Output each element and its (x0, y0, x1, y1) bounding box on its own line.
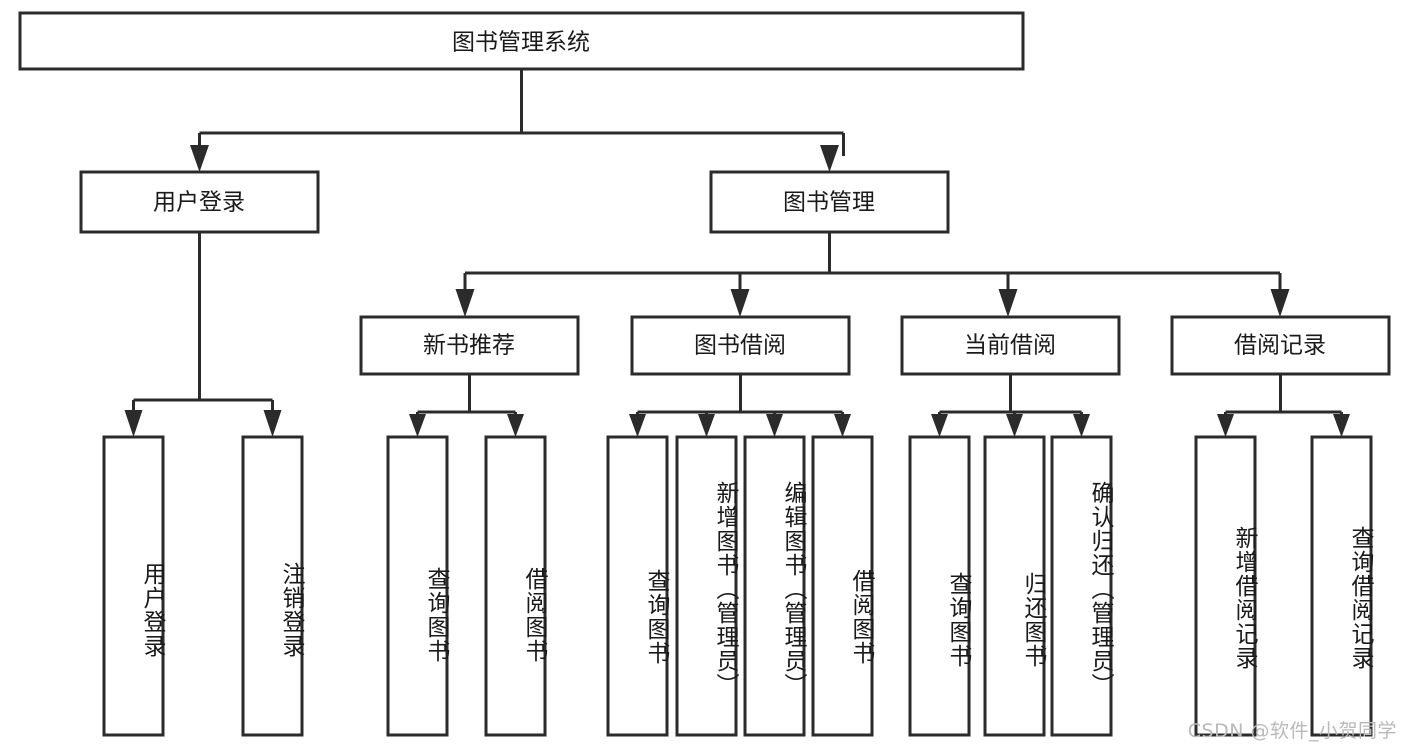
connector-layer (124, 69, 1350, 437)
node-box-leaf-logout[interactable] (241, 435, 304, 737)
label-root: 图书管理系统 (452, 30, 590, 56)
label-layer-horizontal: 图书管理系统 用户登录 图书管理 新书推荐 图书借阅 当前借阅 借阅记录 (153, 30, 1326, 359)
arrowhead-leaf-query-book-1 (409, 414, 426, 437)
node-box-book-mgmt[interactable] (709, 170, 950, 234)
label-book-mgmt: 图书管理 (783, 190, 875, 216)
arrowhead-leaf-logout (263, 410, 282, 437)
label-current-borrow: 当前借阅 (964, 333, 1056, 359)
arrowhead-leaf-query-book-3 (931, 414, 948, 437)
arrowhead-leaf-return-book (1006, 414, 1023, 437)
node-box-leaf-add-book[interactable] (675, 435, 738, 737)
label-new-book-rec: 新书推荐 (423, 333, 515, 359)
node-box-leaf-borrow-book-2[interactable] (811, 435, 874, 737)
node-box-leaf-user-login[interactable] (102, 435, 165, 737)
arrowhead-book-mgmt (820, 145, 839, 172)
node-box-leaf-borrow-book-1[interactable] (484, 435, 547, 737)
node-box-leaf-confirm-return[interactable] (1050, 435, 1113, 737)
arrowhead-leaf-borrow-book-2 (834, 414, 851, 437)
arrowhead-user-login (190, 145, 209, 172)
node-box-leaf-query-book-1[interactable] (386, 435, 449, 737)
watermark-text: CSDN @软件_小贺同学 (1187, 720, 1397, 742)
arrowhead-leaf-add-book (698, 414, 715, 437)
node-box-leaf-edit-book[interactable] (743, 435, 806, 737)
node-box-root[interactable] (18, 11, 1025, 71)
arrowhead-leaf-borrow-book-1 (507, 414, 524, 437)
label-user-login: 用户登录 (153, 190, 245, 216)
node-box-borrow-record[interactable] (1170, 315, 1391, 376)
arrowhead-current-borrow (998, 289, 1018, 317)
node-box-leaf-query-book-3[interactable] (908, 435, 971, 737)
node-box-book-borrow[interactable] (630, 315, 851, 376)
arrowhead-leaf-confirm-return (1073, 414, 1090, 437)
node-layer (18, 11, 1391, 737)
node-box-leaf-query-book-2[interactable] (606, 435, 669, 737)
node-box-leaf-return-book[interactable] (983, 435, 1046, 737)
arrowhead-leaf-add-record (1217, 414, 1234, 437)
arrowhead-leaf-user-login (124, 410, 143, 437)
arrowhead-leaf-query-book-2 (629, 414, 646, 437)
node-box-new-book-rec[interactable] (359, 315, 580, 376)
label-book-borrow: 图书借阅 (694, 333, 786, 359)
arrowhead-leaf-query-record (1333, 414, 1350, 437)
arrowhead-new-book-rec (455, 289, 475, 317)
node-box-current-borrow[interactable] (900, 315, 1121, 376)
arrowhead-borrow-record (1270, 289, 1290, 317)
node-box-user-login[interactable] (79, 170, 320, 234)
node-box-leaf-add-record[interactable] (1194, 435, 1257, 737)
arrowhead-book-borrow (730, 289, 750, 317)
arrowhead-leaf-edit-book (766, 414, 783, 437)
label-borrow-record: 借阅记录 (1234, 333, 1326, 359)
node-box-leaf-query-record[interactable] (1310, 435, 1373, 737)
